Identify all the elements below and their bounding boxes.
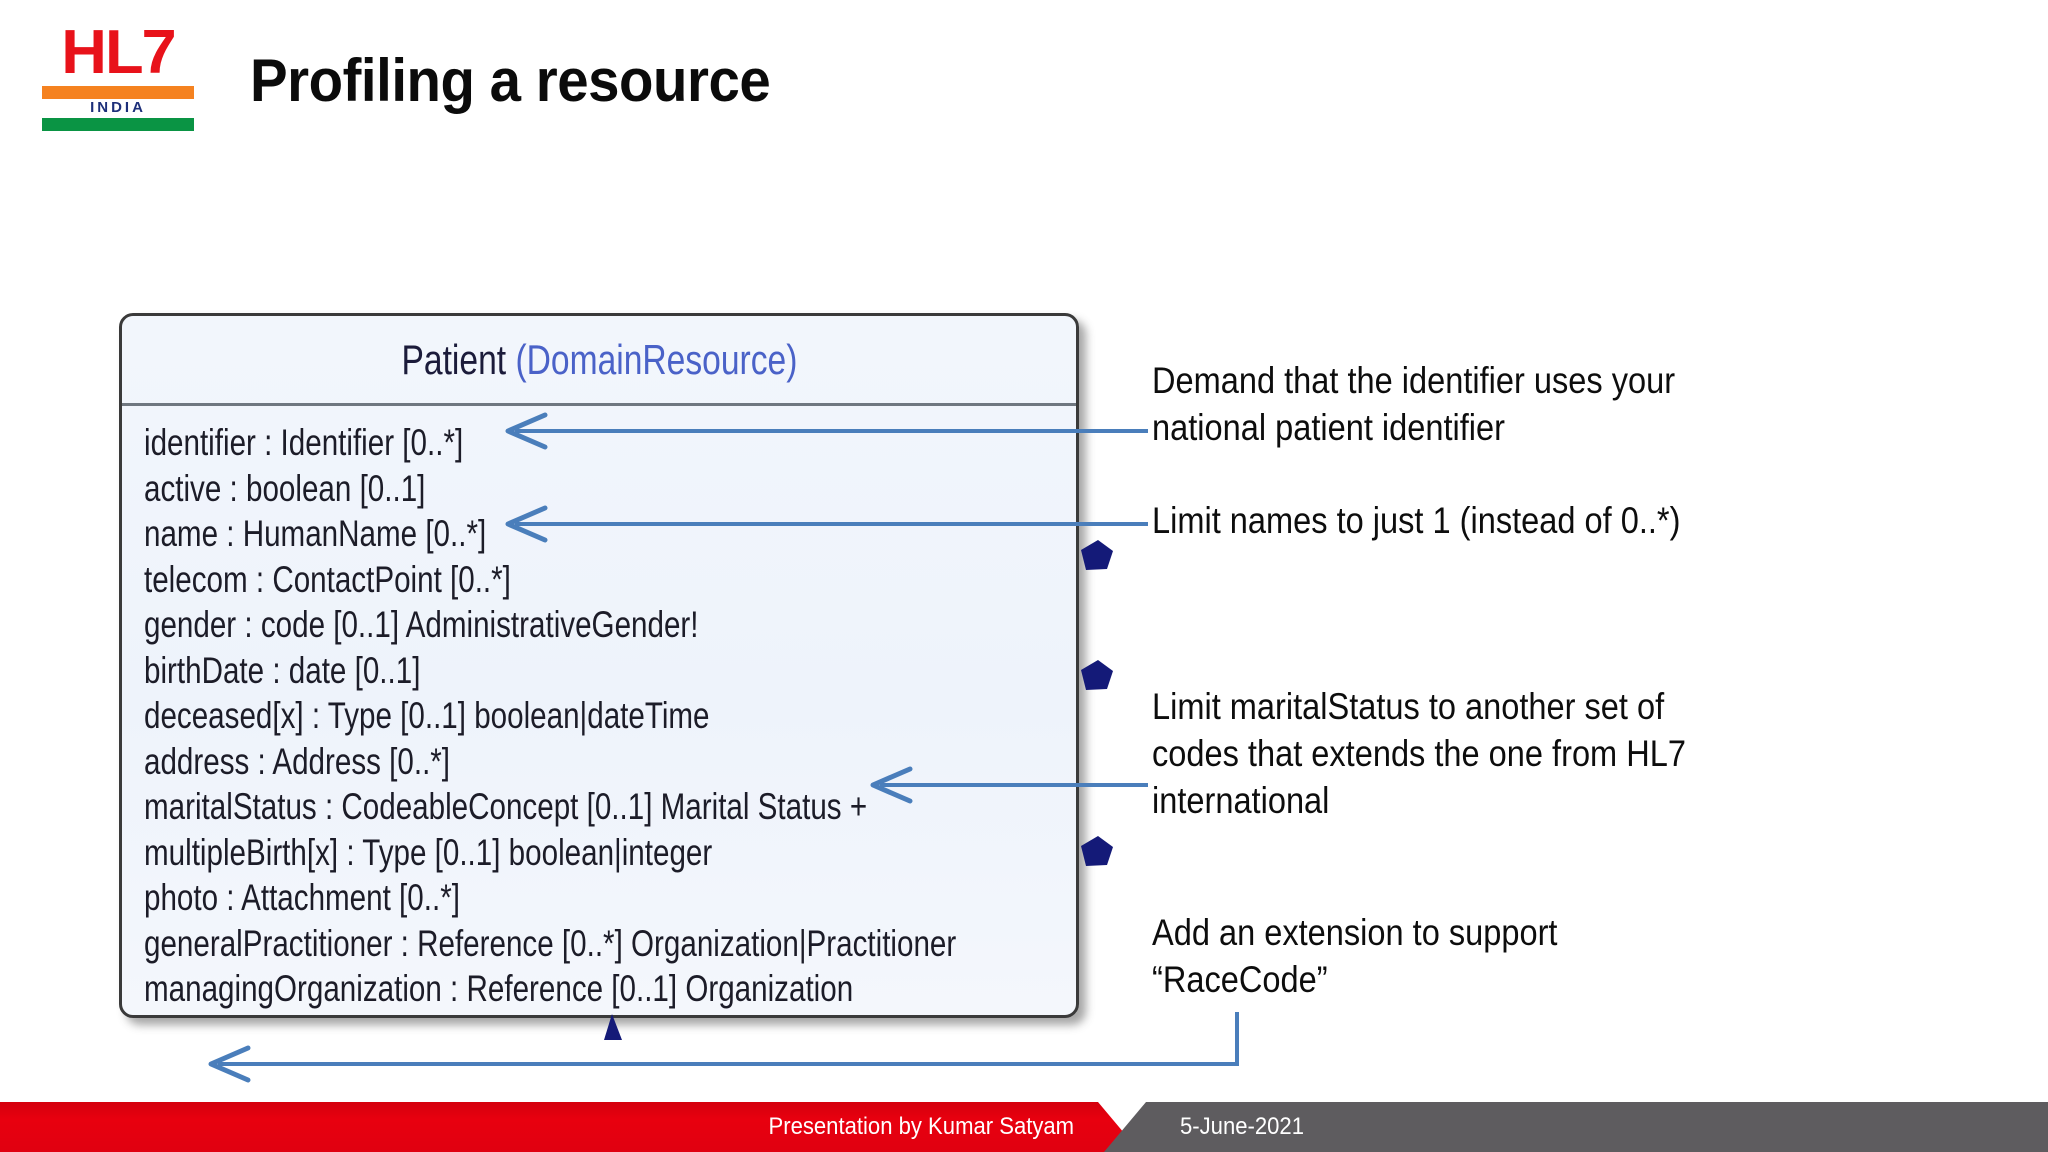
uml-attribute-row: active : boolean [0..1] <box>144 467 426 509</box>
flag-stripe-green-icon <box>42 118 194 131</box>
footer-red-band <box>0 1102 1140 1152</box>
uml-attribute-row: photo : Attachment [0..*] <box>144 877 460 918</box>
footer-gray-band <box>1104 1102 2048 1152</box>
uml-attribute-row: address : Address [0..*] <box>144 740 451 782</box>
annotation-marital-status: Limit maritalStatus to another set of co… <box>1152 686 1686 821</box>
page-title: Profiling a resource <box>250 47 771 114</box>
uml-marker-multiplebirth-icon <box>1081 836 1113 866</box>
footer-date-label: 5-June-2021 <box>1180 1113 1304 1140</box>
uml-attribute-list: identifier : Identifier [0..*] active : … <box>122 406 1076 1012</box>
uml-base-type: (DomainResource) <box>514 335 797 383</box>
uml-class-title-bar: Patient (DomainResource) <box>122 316 1076 406</box>
uml-attribute-row: identifier : Identifier [0..*] <box>144 422 464 463</box>
uml-attribute-row: name : HumanName [0..*] <box>144 513 487 554</box>
uml-attribute-row: maritalStatus : CodeableConcept [0..1] M… <box>144 786 868 827</box>
annotation-names: Limit names to just 1 (instead of 0..*) <box>1152 500 1681 541</box>
uml-attribute-row: deceased[x] : Type [0..1] boolean|dateTi… <box>144 695 710 736</box>
uml-attribute-row: gender : code [0..1] AdministrativeGende… <box>144 604 699 645</box>
uml-attribute-row: birthDate : date [0..1] <box>144 649 421 691</box>
uml-class-name: Patient <box>401 335 506 383</box>
uml-marker-telecom-icon <box>1081 540 1113 570</box>
uml-class-box-patient: Patient (DomainResource) identifier : Id… <box>119 313 1079 1018</box>
flag-stripe-white-icon <box>42 99 194 118</box>
slide-footer: Presentation by Kumar Satyam 5-June-2021 <box>0 1102 2048 1152</box>
uml-marker-deceased-icon <box>1081 660 1113 690</box>
slide-header: HL7 INDIA Profiling a resource <box>0 0 2048 170</box>
uml-attribute-row: telecom : ContactPoint [0..*] <box>144 558 511 600</box>
hl7-wordmark-text: HL7 <box>61 18 176 87</box>
annotation-identifier: Demand that the identifier uses your nat… <box>1152 360 1676 448</box>
uml-class-title: Patient (DomainResource) <box>401 335 797 383</box>
footer-presenter-label: Presentation by Kumar Satyam <box>768 1113 1075 1140</box>
flag-stripe-saffron-icon <box>42 86 194 99</box>
connector-arrow-extension <box>208 1012 1239 1083</box>
annotation-extension: Add an extension to support “RaceCode” <box>1152 912 1558 1000</box>
hl7-india-logo: HL7 INDIA <box>42 22 194 132</box>
logo-india-label: INDIA <box>90 99 146 116</box>
uml-attribute-row: multipleBirth[x] : Type [0..1] boolean|i… <box>144 831 713 873</box>
uml-attribute-row: managingOrganization : Reference [0..1] … <box>144 968 854 1009</box>
uml-attribute-row: generalPractitioner : Reference [0..*] O… <box>144 922 957 964</box>
